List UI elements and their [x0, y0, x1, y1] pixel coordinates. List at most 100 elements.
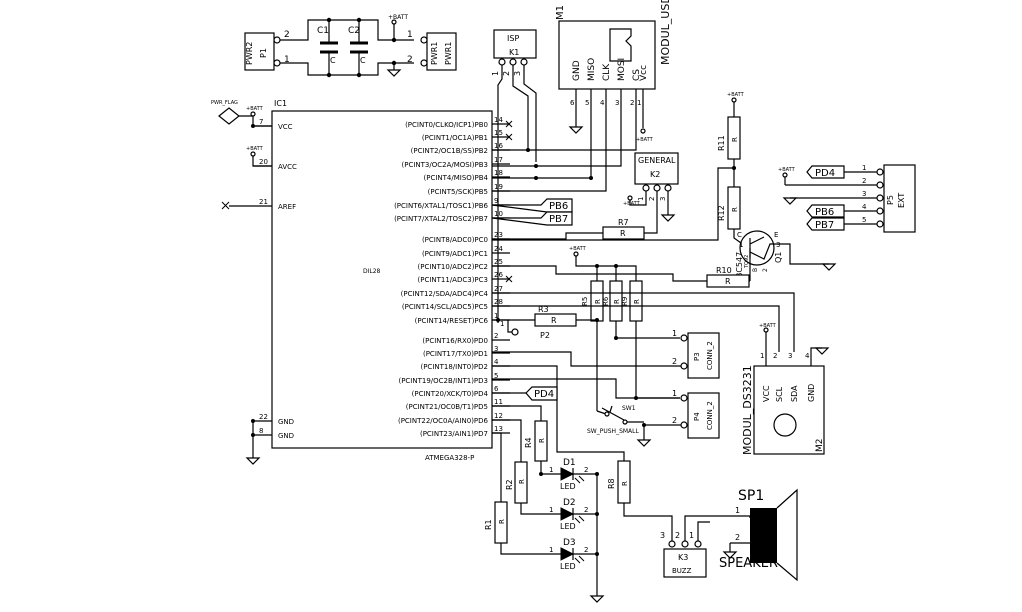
c1-value: C	[330, 56, 336, 65]
junction	[539, 472, 543, 476]
r2-value: R	[518, 479, 526, 484]
p2-wire	[507, 320, 512, 333]
pd4-net-label: PD4	[534, 389, 554, 400]
isp-k1: ISP K1 1 2 3	[491, 29, 537, 323]
ext-pin-socket	[876, 194, 884, 202]
ground-symbol	[245, 457, 261, 465]
led-triangle	[560, 467, 575, 481]
q1-pin1: 1	[739, 241, 743, 249]
buzz-pin3-socket	[668, 540, 676, 548]
pc2-r10-wire	[492, 265, 707, 282]
isp-pin2-socket	[509, 58, 517, 66]
c2-ref: C2	[348, 26, 360, 36]
led-light-arrows	[574, 555, 585, 564]
ground-symbol	[568, 126, 584, 134]
ext-net-label: PB7	[815, 220, 834, 231]
pd5-wire	[492, 405, 542, 421]
usd-pin-name: MOSI	[617, 58, 627, 81]
junction	[595, 472, 599, 476]
ic1-pin-num: 7	[259, 118, 263, 126]
ic1-pin-num: 4	[494, 358, 499, 366]
general-pin2-wire	[644, 191, 658, 234]
ground-symbol	[660, 214, 676, 222]
r8-buzz-wire	[623, 503, 673, 530]
r3-ref: R3	[538, 305, 549, 314]
ic1-pin-name: (PCINT3/OC2A/MOSI)PB3	[402, 161, 489, 169]
ic1-pin-num: 9	[494, 197, 498, 205]
module-usd-value: MODUL_USD	[659, 0, 672, 65]
ic1-pin-name: (PCINT17/TX0)PD1	[423, 350, 488, 358]
batt-terminal	[250, 111, 256, 117]
ic1-pin-name: (PCINT10/ADC2)PC2	[418, 263, 489, 271]
module-usd-ref: M1	[555, 5, 566, 20]
junction	[534, 164, 538, 168]
ground-symbol	[782, 197, 798, 205]
q1-pin3: 3	[776, 241, 780, 249]
r11-ref: R11	[717, 135, 726, 151]
no-connect-mark	[505, 133, 513, 141]
r7-resistor: R7 R	[492, 218, 645, 240]
ic1-pin-name: (PCINT2/OC1B/SS)PB2	[411, 147, 488, 155]
junction	[534, 176, 538, 180]
usd-pin-num: 4	[600, 99, 605, 107]
usd-pin-num: 2	[630, 99, 634, 107]
ic1-pin-num: 2	[494, 332, 498, 340]
ic1-pin-num: 13	[494, 425, 503, 433]
ext-pin-socket	[876, 168, 884, 176]
ic1-ref: IC1	[274, 99, 287, 108]
pwr-bottom-rail	[280, 62, 414, 76]
q1-emitter	[749, 236, 829, 265]
ground-symbol	[589, 595, 605, 603]
led-bar	[572, 508, 577, 520]
r1-value: R	[498, 519, 506, 524]
ds-pin-num: 1	[760, 352, 764, 360]
usd-cs-wire	[492, 89, 637, 151]
led-triangle	[560, 547, 575, 561]
r6-ref: R6	[602, 296, 610, 306]
net-labels: PB6 PB7 PD4	[491, 198, 573, 401]
r5-value: R	[594, 299, 602, 304]
ext-pin-num: 5	[862, 216, 866, 224]
ic1-pin-num: 11	[494, 398, 503, 406]
spk-pin1: 1	[735, 506, 740, 515]
speaker-cone	[776, 488, 798, 582]
r1-d3-wire	[500, 486, 561, 555]
junction	[595, 264, 599, 268]
ground-symbol	[636, 439, 652, 447]
q1-pin2: 2	[762, 268, 769, 272]
general-k2: GENERAL K2 1 2 3 +BATT	[623, 152, 679, 234]
ic1-pin-name: (PCINT22/OC0A/AIN0)PD6	[398, 417, 489, 425]
junction	[614, 264, 618, 268]
p3-pin1: 1	[672, 329, 677, 338]
r1-ref: R1	[484, 519, 493, 530]
ic1-pin-num: 21	[259, 198, 268, 206]
ic1-pin-name: (PCINT7/XTAL2/TOSC2)PB7	[394, 215, 488, 223]
module-usd-body	[558, 20, 656, 90]
r6-value: R	[613, 299, 621, 304]
ds3231-value: MODUL_DS3231	[741, 365, 754, 455]
led-triangle	[560, 507, 575, 521]
ic1-pin-num: 1	[494, 312, 498, 320]
junction	[642, 423, 646, 427]
pb7-label-shape	[491, 211, 573, 226]
avcc-wire	[252, 156, 272, 167]
ic1-pin-num: 14	[494, 116, 503, 124]
ds-pin-num: 4	[805, 352, 810, 360]
general-pin1-socket	[642, 184, 650, 192]
junction	[251, 433, 255, 437]
r10-ref: R10	[716, 266, 732, 275]
pd3-wire	[492, 378, 680, 399]
junction	[595, 512, 599, 516]
speaker-ref: SP1	[738, 488, 764, 504]
buzz-pin2-socket	[681, 540, 689, 548]
junction	[595, 552, 599, 556]
junction	[614, 336, 618, 340]
general-ref: K2	[650, 170, 660, 179]
